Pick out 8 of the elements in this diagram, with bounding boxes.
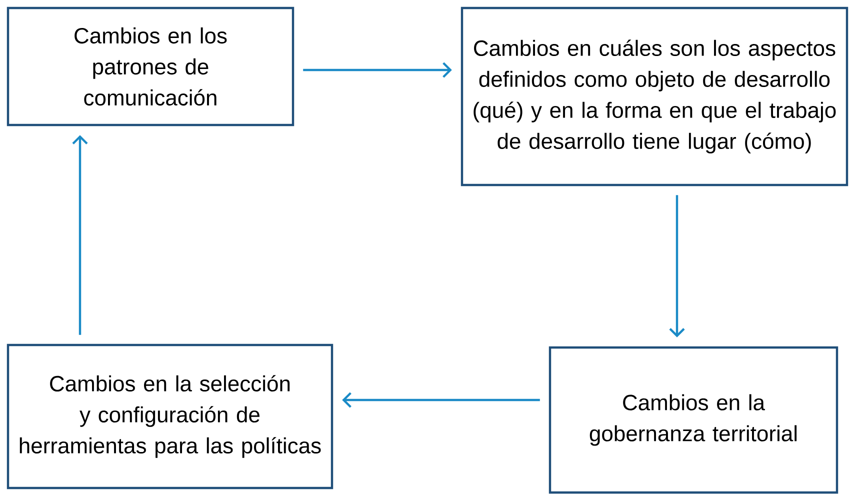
process-box: Cambios en la selección y configuración de herramientas para las políticas: [6, 344, 334, 490]
process-box: Cambios en la gobernanza territorial: [548, 346, 838, 494]
process-box: Cambios en cuáles son los aspectos definidos como objeto de desarrollo (qué) y en la forma en que el trabajo de desarrollo tiene lugar (cómo): [460, 6, 848, 186]
arrow: [342, 392, 540, 408]
arrow: [669, 195, 685, 338]
process-box: Cambios en los patrones de comunicación: [6, 6, 294, 126]
arrow: [303, 62, 452, 78]
arrow: [72, 135, 88, 335]
